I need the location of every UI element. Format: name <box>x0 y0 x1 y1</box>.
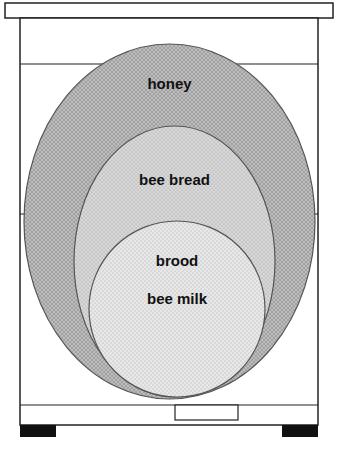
honey-region: honey bee bread brood bee milk <box>23 43 316 400</box>
region-label: bee milk <box>88 290 266 308</box>
hive-body <box>20 18 318 425</box>
brood-region: brood bee milk <box>88 220 266 398</box>
hive-lid <box>5 3 333 18</box>
region-ellipse <box>24 44 315 399</box>
hive-foot <box>20 425 56 437</box>
hive-entrance <box>175 405 238 420</box>
region-label: brood <box>88 252 266 270</box>
region-ellipse <box>74 126 275 397</box>
region-ellipse <box>89 221 265 397</box>
region-label: bee bread <box>73 171 276 189</box>
hive-foot <box>282 425 318 437</box>
bee-bread-region: bee bread brood bee milk <box>73 125 276 398</box>
region-outline <box>88 220 266 398</box>
box-division <box>20 404 318 405</box>
region-label: honey <box>23 75 316 93</box>
